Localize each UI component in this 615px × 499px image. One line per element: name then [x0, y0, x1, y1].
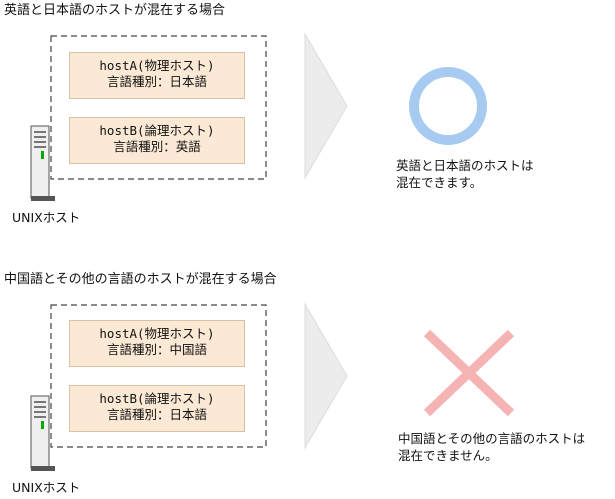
host-group-dashed-frame-2 [50, 304, 267, 448]
server-icon-1 [30, 125, 55, 201]
server-icon-2 [30, 395, 55, 471]
result-circle-icon [409, 67, 487, 145]
result-line: 混在できません。 [398, 448, 498, 463]
result-line: 英語と日本語のホストは [396, 158, 534, 173]
host-language: 言語種別：日本語 [106, 74, 207, 89]
host-language: 言語種別：英語 [113, 139, 201, 154]
host-name: hostB(論理ホスト) [99, 123, 215, 138]
host-group-dashed-frame-1 [50, 35, 267, 180]
host-box-b: hostB(論理ホスト) 言語種別：日本語 [69, 385, 245, 432]
arrow-shape-2 [304, 302, 348, 450]
server-label: UNIXホスト [12, 480, 81, 495]
host-box-a: hostA(物理ホスト) 言語種別：日本語 [69, 52, 245, 99]
result-cross-icon [423, 329, 515, 417]
result-text: 中国語とその他の言語のホストは 混在できません。 [398, 430, 585, 464]
host-box-b: hostB(論理ホスト) 言語種別：英語 [69, 117, 245, 164]
host-name: hostA(物理ホスト) [99, 326, 215, 341]
host-language: 言語種別：中国語 [106, 342, 207, 357]
result-line: 混在できます。 [396, 175, 483, 190]
section-title: 英語と日本語のホストが混在する場合 [4, 3, 226, 18]
section-title: 中国語とその他の言語のホストが混在する場合 [4, 272, 277, 287]
host-name: hostA(物理ホスト) [99, 58, 215, 73]
host-language: 言語種別：日本語 [106, 407, 207, 422]
arrow-shape-1 [304, 32, 348, 180]
host-box-a: hostA(物理ホスト) 言語種別：中国語 [69, 320, 245, 367]
host-name: hostB(論理ホスト) [99, 391, 215, 406]
result-line: 中国語とその他の言語のホストは [398, 431, 586, 446]
server-label: UNIXホスト [12, 210, 81, 225]
result-text: 英語と日本語のホストは 混在できます。 [396, 157, 534, 191]
